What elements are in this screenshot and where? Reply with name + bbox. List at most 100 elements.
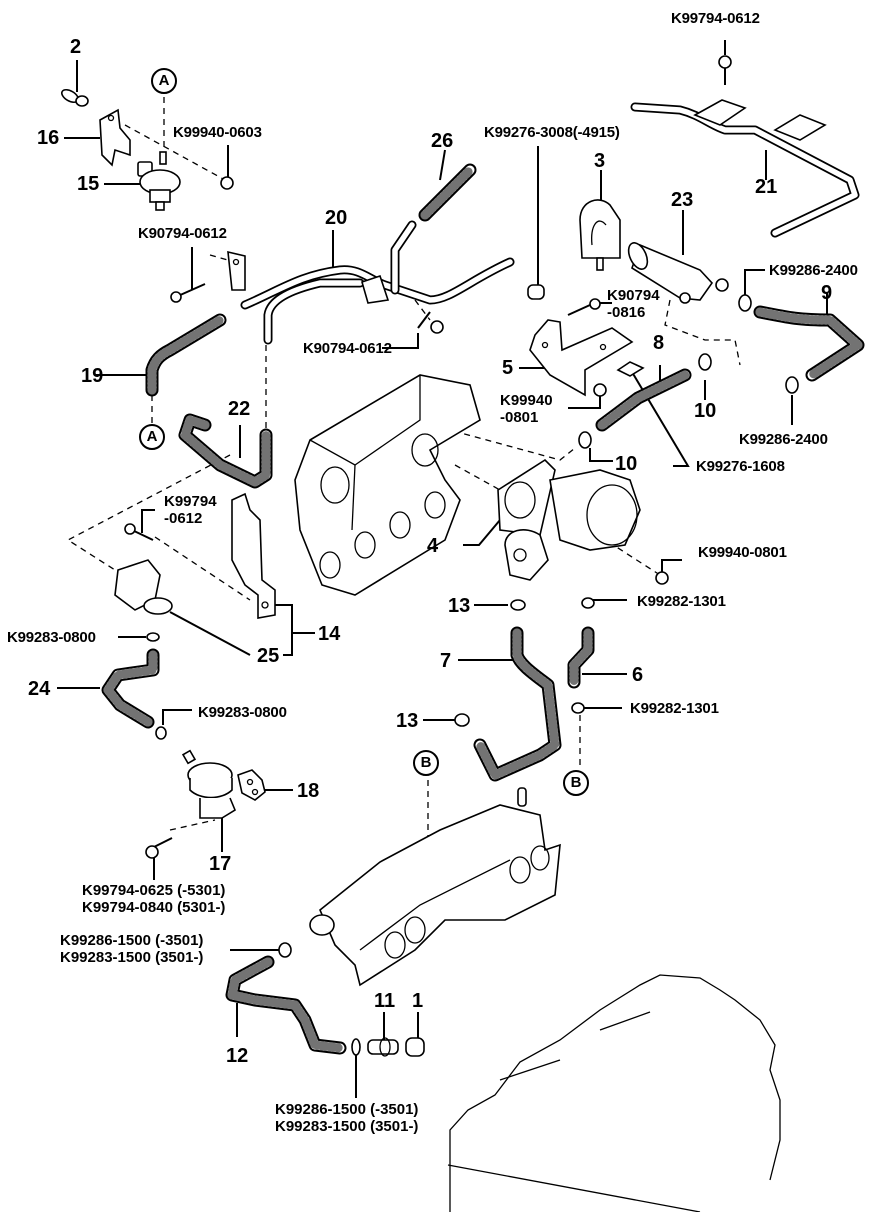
part-22-hose bbox=[178, 413, 273, 489]
part-number-nut-5: K99940 -0801 bbox=[500, 392, 553, 426]
clamp-13-upper bbox=[510, 599, 526, 611]
part-19-hose bbox=[145, 313, 227, 397]
intake-plenum bbox=[294, 374, 481, 596]
engine-block-outline bbox=[447, 974, 781, 1212]
item-number-24: 24 bbox=[28, 678, 51, 700]
part-16-bracket bbox=[99, 108, 131, 167]
part-number-clip-3: K99276-3008(-4915) bbox=[484, 124, 620, 141]
item-number-5: 5 bbox=[502, 357, 514, 379]
part-26-hose bbox=[418, 163, 477, 222]
bolt-k99794-0612-top bbox=[718, 55, 732, 85]
clamp-k99283-0800-top bbox=[146, 632, 160, 642]
clamp-10-lower bbox=[578, 431, 592, 449]
part-number-clamp-12-top: K99286-1500 (-3501) K99283-1500 (3501-) bbox=[60, 932, 204, 966]
item-number-25: 25 bbox=[257, 645, 280, 667]
item-number-6: 6 bbox=[632, 664, 644, 686]
part-11-fitting bbox=[367, 1037, 399, 1057]
part-20-pipe-assembly bbox=[227, 220, 515, 345]
item-number-13-lower: 13 bbox=[396, 710, 419, 732]
part-8-hose bbox=[595, 368, 692, 432]
item-number-23: 23 bbox=[671, 189, 694, 211]
part-21-pipe bbox=[630, 99, 860, 238]
part-number-bolt-21: K99794-0612 bbox=[671, 10, 760, 27]
part-number-bolt-20-lower: K90794-0612 bbox=[303, 340, 392, 357]
part-number-nut-15: K99940-0603 bbox=[173, 124, 262, 141]
part-number-clamp-9-bottom: K99286-2400 bbox=[739, 431, 828, 448]
item-number-2: 2 bbox=[70, 36, 82, 58]
bolt-k99794-0625 bbox=[145, 837, 173, 859]
part-14-bracket bbox=[231, 492, 276, 619]
part-17-valve bbox=[181, 749, 237, 819]
clamp-k99286-2400-top bbox=[738, 294, 752, 312]
clamp-k99282-1301-lower bbox=[571, 702, 585, 714]
part-number-bolt-20-left: K90794-0612 bbox=[138, 225, 227, 242]
item-number-1: 1 bbox=[412, 990, 424, 1012]
clamp-10-upper bbox=[698, 353, 712, 371]
item-number-14: 14 bbox=[318, 623, 341, 645]
part-2-grommet bbox=[61, 88, 89, 107]
clip-k99276-1608 bbox=[616, 361, 645, 377]
nut-k99940-0603 bbox=[220, 176, 234, 190]
clamp-k99286-1500-top bbox=[278, 942, 292, 958]
bolt-k90794-0816 bbox=[567, 298, 601, 316]
reference-marker-a-bottom: A bbox=[139, 424, 165, 450]
clamp-k99282-1301-upper bbox=[581, 597, 595, 609]
part-3-rubber-mount bbox=[579, 199, 621, 271]
lower-intake-manifold bbox=[309, 787, 561, 987]
part-number-nut-4: K99940-0801 bbox=[698, 544, 787, 561]
part-5-bracket bbox=[529, 319, 634, 397]
clamp-k99286-2400-bottom bbox=[785, 376, 799, 394]
part-12-hose bbox=[225, 955, 347, 1055]
part-number-clip-8: K99276-1608 bbox=[696, 458, 785, 475]
item-number-13-upper: 13 bbox=[448, 595, 471, 617]
item-number-4: 4 bbox=[427, 535, 439, 557]
item-number-8: 8 bbox=[653, 332, 665, 354]
part-number-clamp-24-top: K99283-0800 bbox=[7, 629, 96, 646]
part-number-clamp-9-top: K99286-2400 bbox=[769, 262, 858, 279]
part-24-hose bbox=[101, 648, 160, 729]
nut-k99940-0801-lower bbox=[655, 571, 669, 585]
part-number-clamp-6-bottom: K99282-1301 bbox=[630, 700, 719, 717]
part-4-throttle-body bbox=[497, 458, 641, 581]
clamp-k99286-1500-bottom bbox=[351, 1038, 361, 1056]
item-number-18: 18 bbox=[297, 780, 320, 802]
bolt-k90794-0612-left bbox=[170, 283, 206, 303]
part-number-clamp-24-bottom: K99283-0800 bbox=[198, 704, 287, 721]
item-number-3: 3 bbox=[594, 150, 606, 172]
item-number-7: 7 bbox=[440, 650, 452, 672]
part-9-hose bbox=[753, 305, 865, 382]
bolt-k99794-0612-lower bbox=[124, 523, 154, 541]
clamp-k99283-0800-bottom bbox=[155, 726, 167, 740]
part-23-valve bbox=[627, 242, 729, 304]
part-1-cap bbox=[405, 1037, 425, 1057]
item-number-12: 12 bbox=[226, 1045, 249, 1067]
item-number-16: 16 bbox=[37, 127, 60, 149]
item-number-15: 15 bbox=[77, 173, 100, 195]
reference-marker-b-left: B bbox=[413, 750, 439, 776]
item-number-22: 22 bbox=[228, 398, 251, 420]
reference-marker-b-right: B bbox=[563, 770, 589, 796]
nut-k99940-0801-upper bbox=[593, 383, 607, 397]
item-number-21: 21 bbox=[755, 176, 778, 198]
part-number-bolt-14: K99794 -0612 bbox=[164, 493, 217, 527]
item-number-10-lower: 10 bbox=[615, 453, 638, 475]
item-number-10-upper: 10 bbox=[694, 400, 717, 422]
item-number-20: 20 bbox=[325, 207, 348, 229]
reference-marker-a-top: A bbox=[151, 68, 177, 94]
clamp-13-lower bbox=[454, 713, 470, 727]
item-number-11: 11 bbox=[374, 990, 396, 1012]
part-18-gasket bbox=[237, 769, 266, 801]
part-15-sensor bbox=[137, 151, 181, 211]
part-number-clamp-6-top: K99282-1301 bbox=[637, 593, 726, 610]
part-25-solenoid-valve bbox=[114, 559, 173, 615]
part-number-clamp-12-bottom: K99286-1500 (-3501) K99283-1500 (3501-) bbox=[275, 1101, 419, 1135]
item-number-26: 26 bbox=[431, 130, 454, 152]
clip-k99276-3008 bbox=[527, 284, 545, 300]
part-7-hose bbox=[473, 626, 562, 782]
part-number-bolt-17: K99794-0625 (-5301) K99794-0840 (5301-) bbox=[82, 882, 226, 916]
part-6-hose bbox=[567, 626, 595, 689]
part-number-bolt-5: K90794 -0816 bbox=[607, 287, 660, 321]
bolt-k90794-0612-lower bbox=[417, 311, 444, 334]
item-number-17: 17 bbox=[209, 853, 232, 875]
